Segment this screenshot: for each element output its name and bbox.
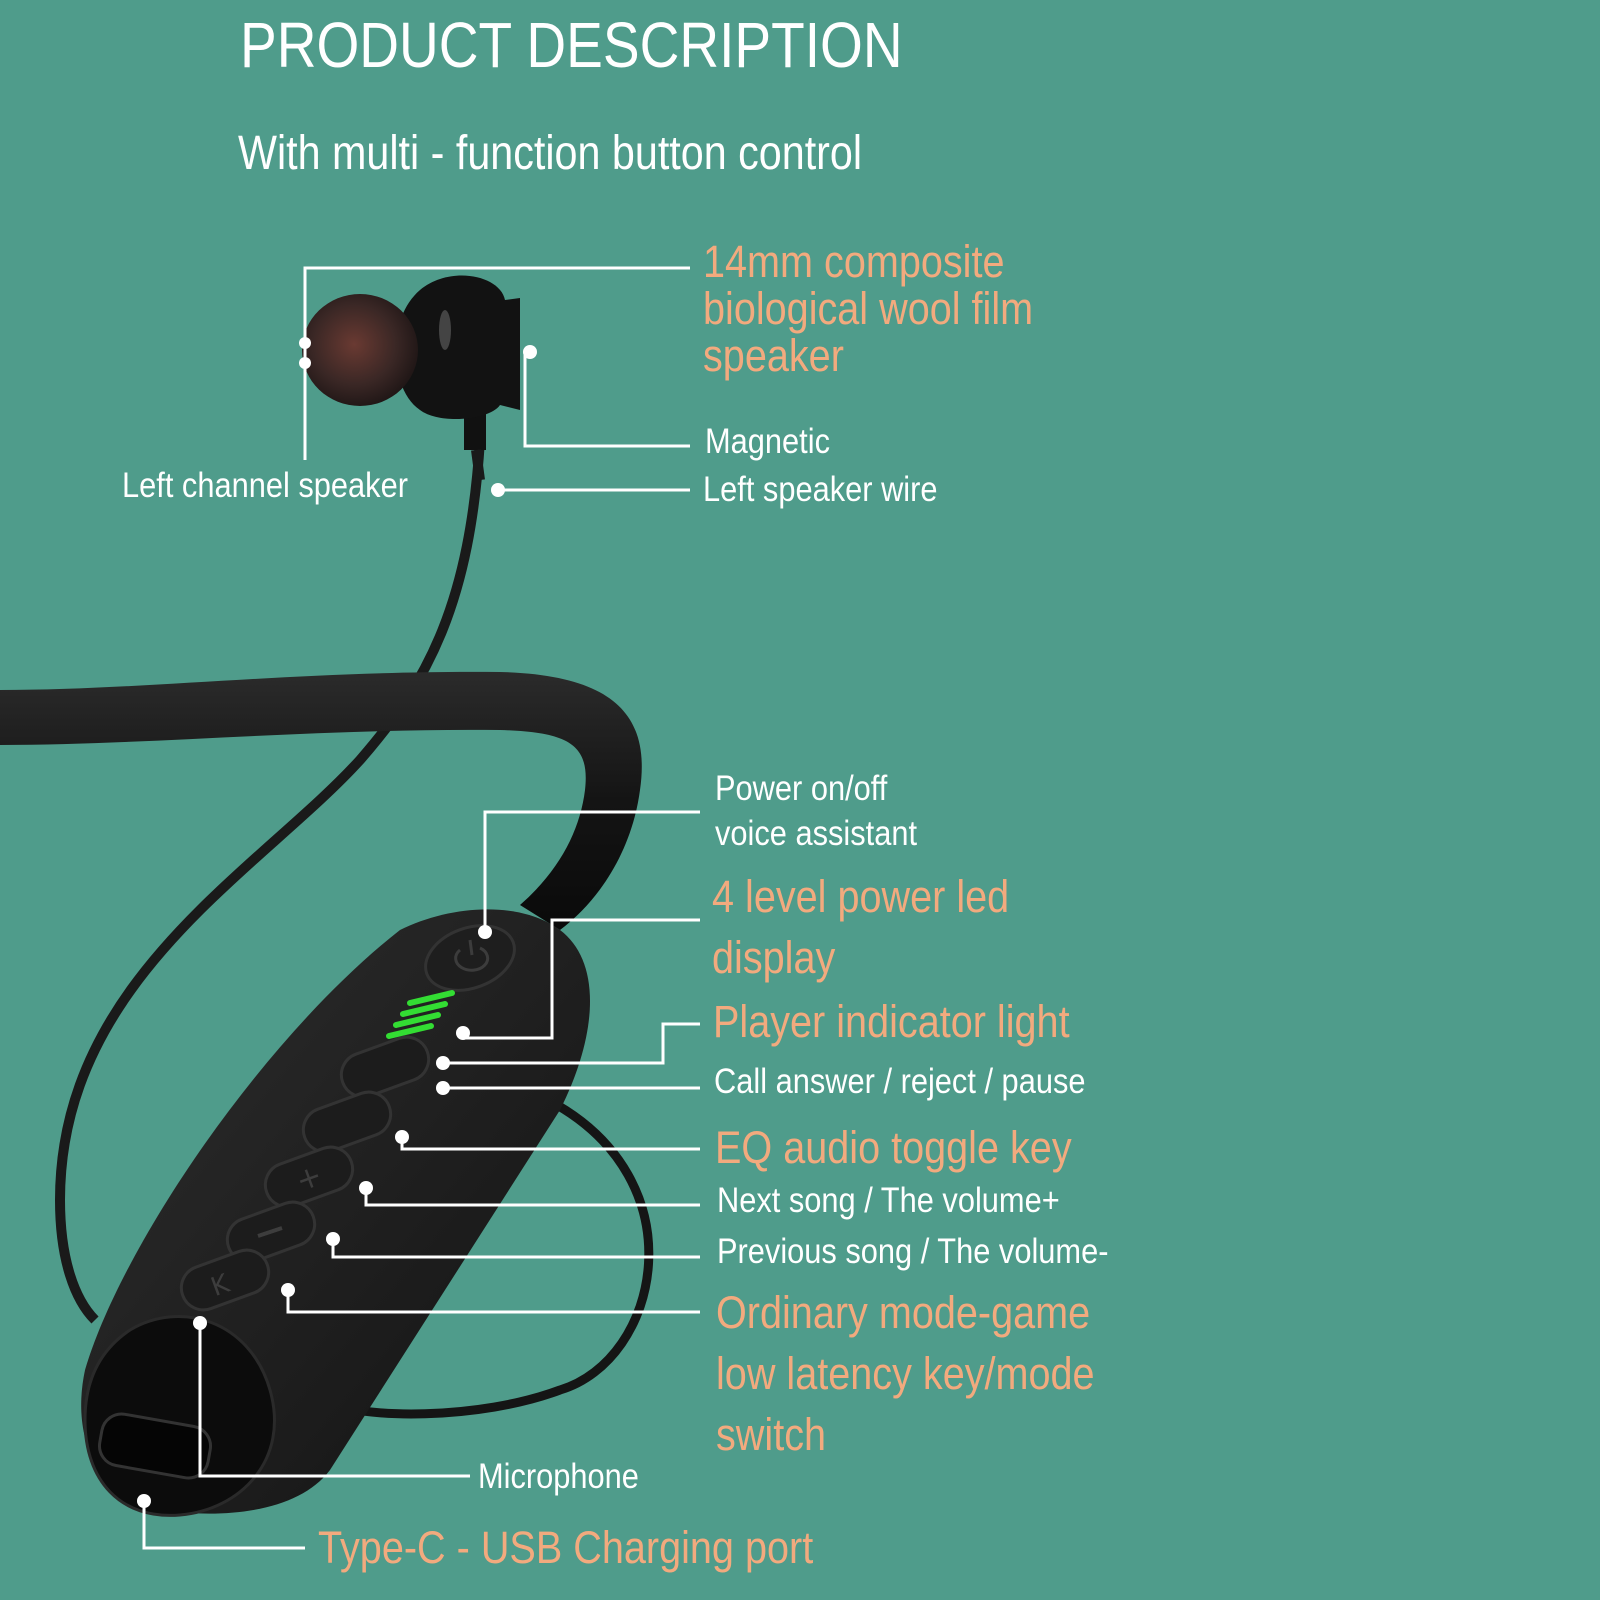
power-button	[424, 924, 516, 992]
usb-c-port	[97, 1412, 213, 1480]
cable-loop	[317, 1096, 654, 1419]
ear-tip	[302, 294, 418, 406]
eq-label: EQ audio toggle key	[715, 1122, 1072, 1173]
volume-up-button	[263, 1145, 355, 1209]
power-callout: Power on/off voice assistant	[715, 769, 918, 853]
callout-dots	[137, 337, 537, 1508]
usb-port-label: Type-C - USB Charging port	[318, 1522, 814, 1573]
call-label: Call answer / reject / pause	[714, 1062, 1086, 1101]
speaker-callout: 14mm composite biological wool film spea…	[703, 236, 1034, 381]
page-title: PRODUCT DESCRIPTION	[240, 9, 903, 81]
microphone-label: Microphone	[478, 1457, 639, 1496]
previous-song-label: Previous song / The volume-	[717, 1232, 1109, 1271]
page-subtitle: With multi - function button control	[238, 127, 863, 180]
earbud	[302, 275, 520, 481]
mode-button	[179, 1248, 271, 1312]
left-cable	[54, 439, 485, 1324]
led-callout: 4 level power led display	[712, 871, 1010, 983]
left-channel-label: Left channel speaker	[122, 466, 408, 505]
mode-callout: Ordinary mode-game low latency key/mode …	[716, 1287, 1095, 1460]
magnetic-label: Magnetic	[705, 422, 830, 461]
neckband	[0, 671, 642, 930]
player-light-label: Player indicator light	[713, 996, 1070, 1047]
left-wire-label: Left speaker wire	[703, 470, 938, 509]
play-pause-button	[339, 1035, 431, 1099]
eq-button	[301, 1090, 393, 1154]
next-song-label: Next song / The volume+	[717, 1181, 1060, 1220]
leader-lines	[142, 266, 700, 1550]
